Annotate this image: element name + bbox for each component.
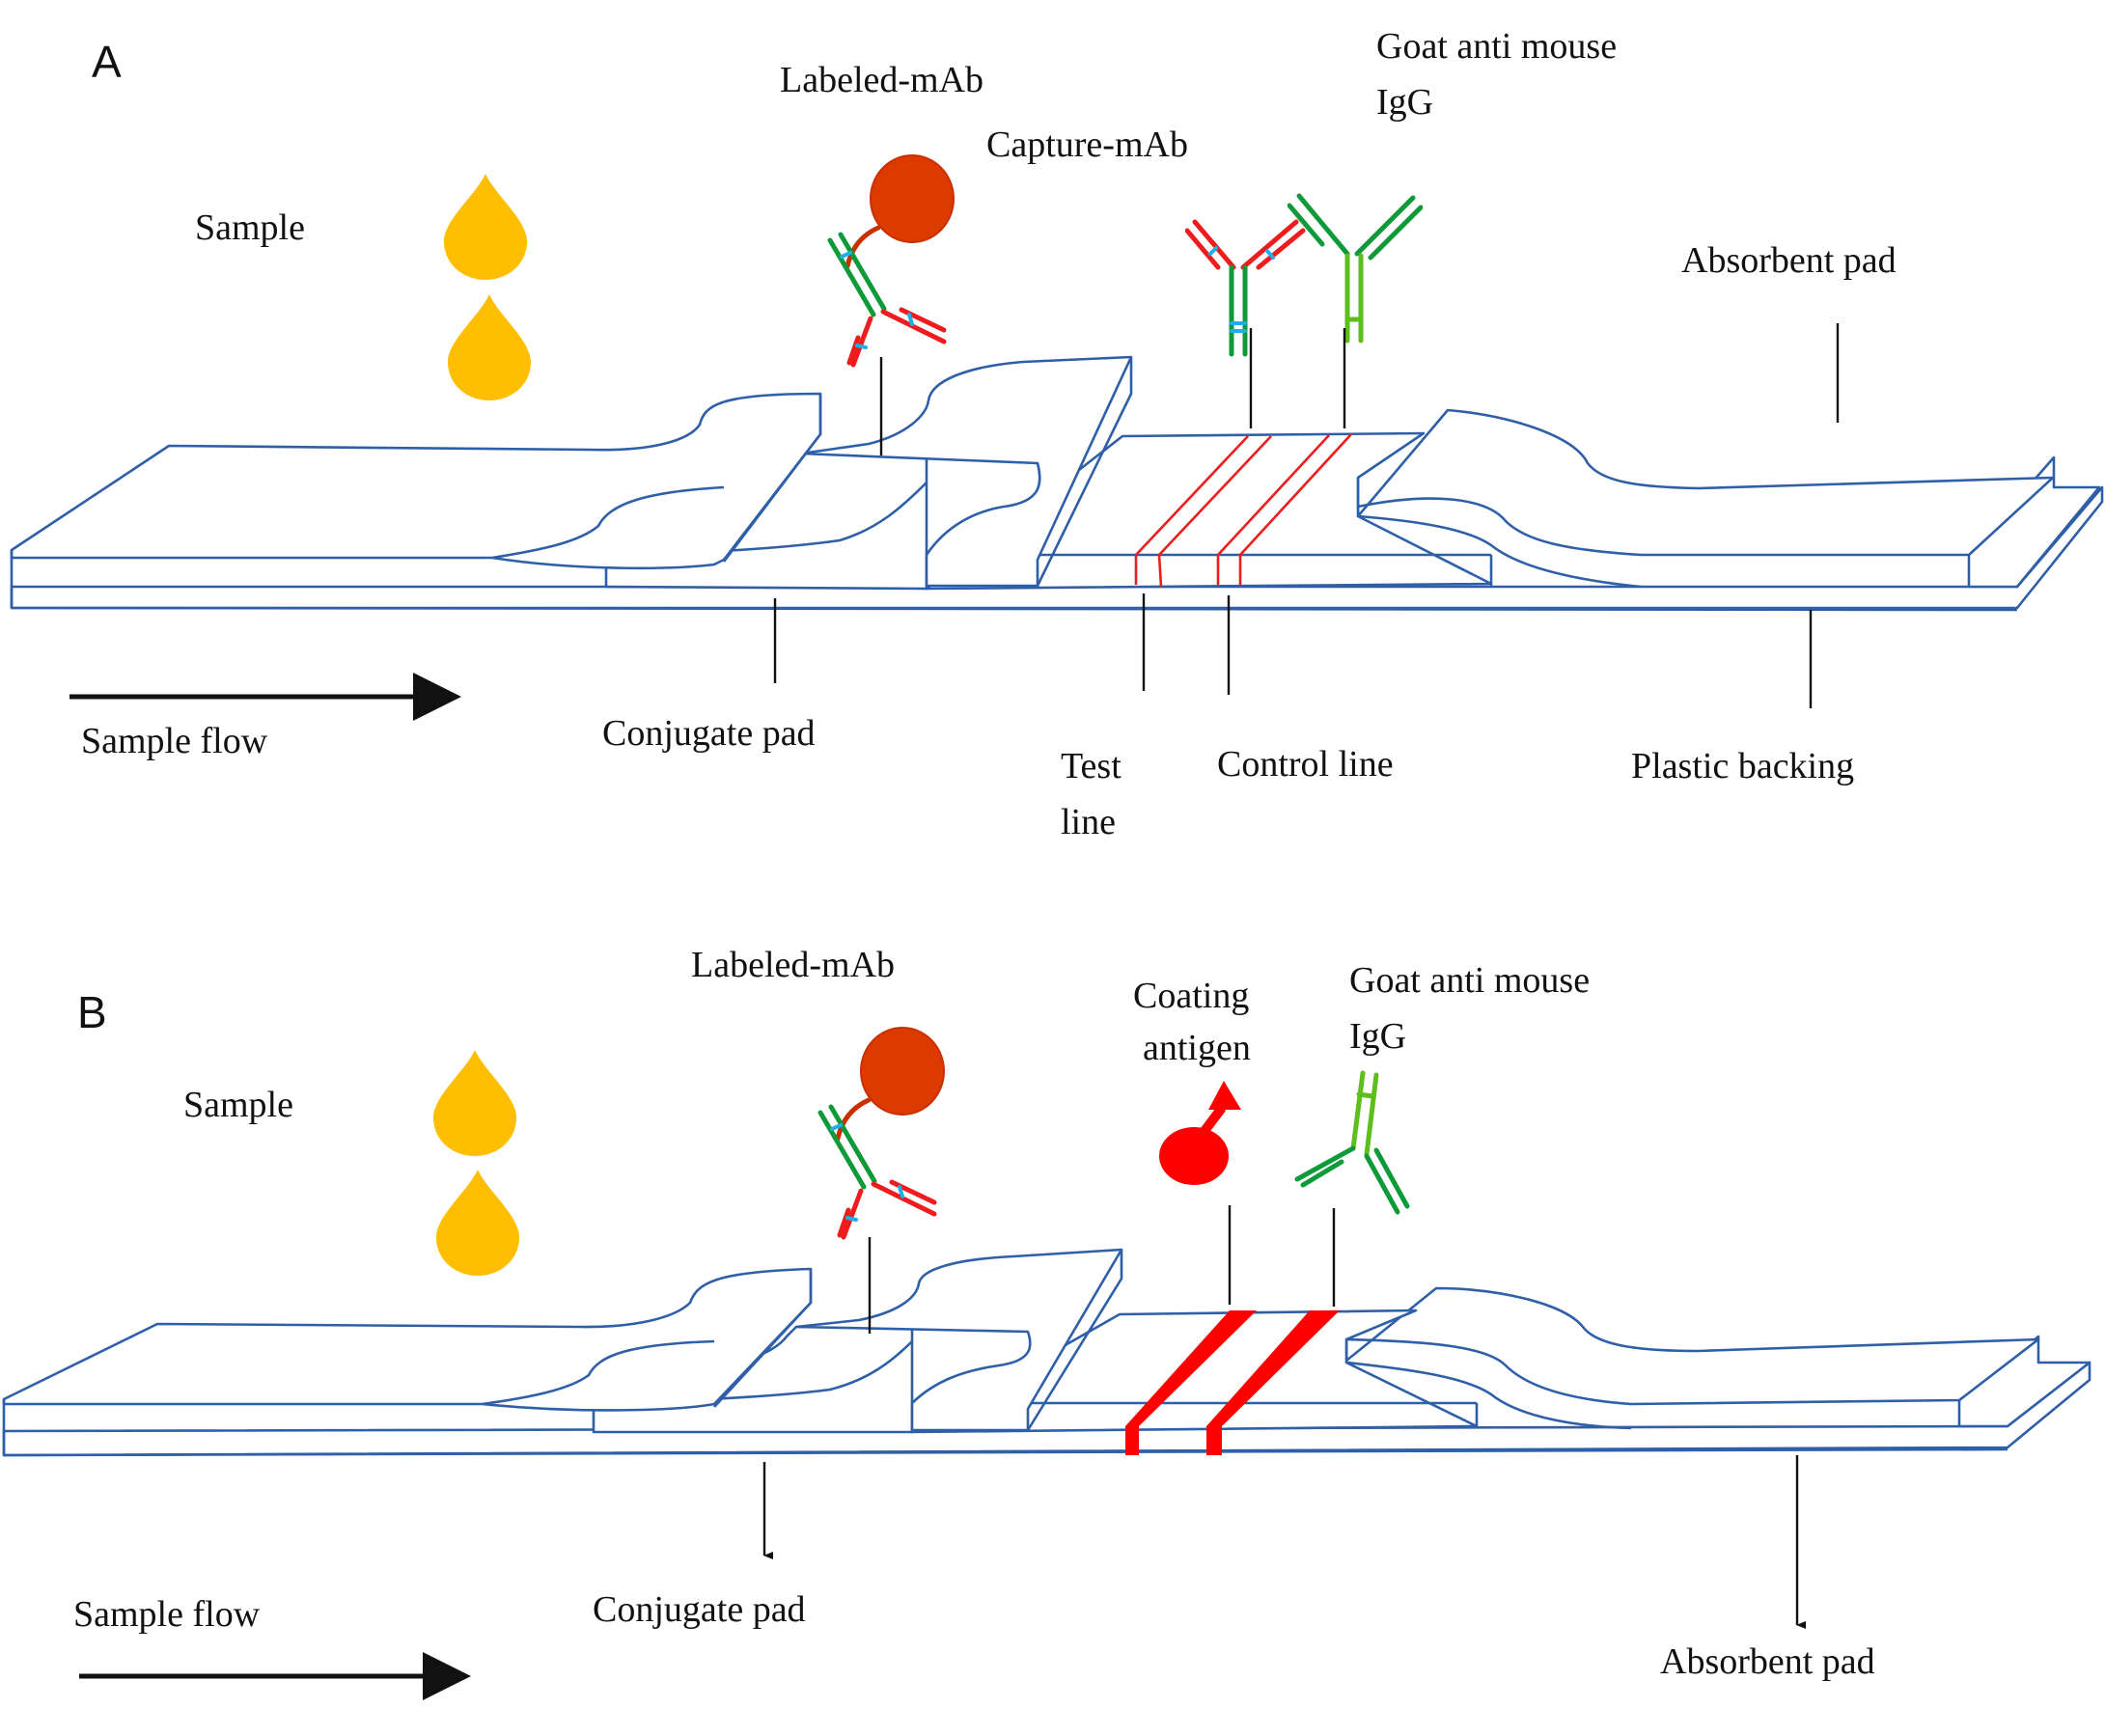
test-strip-b [2,1248,2091,1457]
test-line-label-2: line [1061,802,1116,842]
control-line-b [1206,1310,1340,1455]
goat-anti-mouse-igg-icon [1297,1073,1407,1212]
sample-flow-label: Sample flow [81,721,268,761]
sample-label: Sample [183,1085,293,1125]
igg-label: IgG [1349,1016,1406,1057]
sample-flow-label: Sample flow [73,1594,261,1635]
labeled-antibody-icon [820,1028,944,1237]
test-line-b [1125,1310,1257,1455]
test-line-a [1134,435,1272,588]
plastic-backing-label: Plastic backing [1631,746,1854,786]
test-strip-a [10,355,2104,612]
absorbent-pad-label: Absorbent pad [1681,240,1897,281]
sample-drop-icon [433,1050,516,1156]
coating-antigen-icon [1159,1081,1241,1185]
igg-label: IgG [1376,82,1433,123]
control-line-a [1216,433,1352,585]
labeled-mab-label: Labeled-mAb [691,945,895,985]
goat-anti-mouse-label: Goat anti mouse [1349,960,1590,1001]
capture-mab-label: Capture-mAb [986,124,1188,165]
test-line-label: Test [1061,746,1122,786]
sample-drop-icon [444,174,527,280]
labeled-mab-label: Labeled-mAb [780,60,983,100]
conjugate-pad-label: Conjugate pad [593,1589,806,1630]
coating-antigen-label-2: antigen [1143,1028,1251,1068]
absorbent-pad-label: Absorbent pad [1660,1641,1875,1682]
labeled-antibody-icon [830,155,954,365]
sample-label: Sample [195,207,305,248]
goat-anti-mouse-igg-icon [1289,196,1421,341]
sample-drop-icon [448,294,531,400]
sample-drop-icon [436,1170,519,1276]
goat-anti-mouse-label: Goat anti mouse [1376,26,1617,67]
panel-a: A Sample Labeled-mAb Capture-mAb Goat an… [10,26,2104,842]
panel-label-b: B [77,987,107,1037]
control-line-label: Control line [1217,744,1394,785]
coating-antigen-label: Coating [1133,976,1249,1016]
conjugate-pad-label: Conjugate pad [602,713,816,754]
panel-b: B Sample Labeled-mAb Coating antigen Goa… [2,945,2091,1700]
capture-antibody-icon [1187,222,1303,354]
panel-label-a: A [92,37,122,87]
